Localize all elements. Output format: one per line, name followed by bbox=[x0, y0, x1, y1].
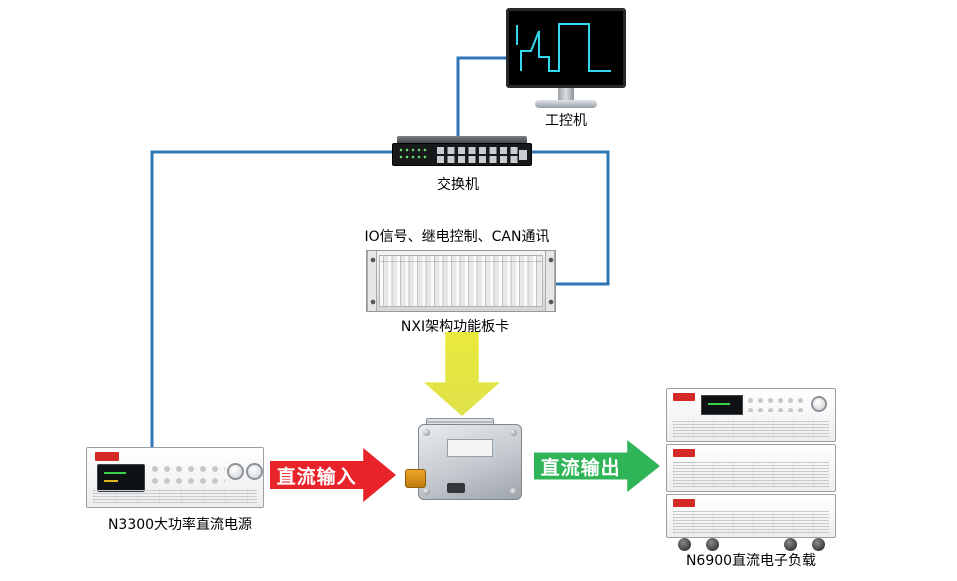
load-control-unit bbox=[666, 388, 836, 442]
psu-button-grid bbox=[151, 465, 225, 490]
line-switch-to-psu bbox=[150, 150, 392, 447]
dc-output-arrow-label: 直流输出 bbox=[540, 456, 621, 479]
dc-electronic-load bbox=[666, 388, 836, 554]
switch-front-panel bbox=[392, 143, 532, 166]
load-brand-logo bbox=[673, 499, 695, 507]
dc-power-supply-label: N3300大功率直流电源 bbox=[107, 517, 253, 533]
dc-input-arrow-label: 直流输入 bbox=[276, 465, 357, 488]
load-power-unit bbox=[666, 494, 836, 538]
switch-uplink-port bbox=[519, 150, 527, 160]
caster-wheel bbox=[812, 538, 825, 551]
psu-brand-logo bbox=[95, 452, 119, 461]
nxi-chassis-label: NXI架构功能板卡 bbox=[400, 319, 510, 335]
dut-bolt bbox=[423, 488, 430, 495]
switch-port-row bbox=[437, 156, 521, 163]
industrial-pc-monitor bbox=[506, 8, 626, 88]
load-vent-grille bbox=[673, 461, 829, 487]
load-display bbox=[701, 395, 743, 415]
load-power-unit bbox=[666, 444, 836, 492]
monitor-base bbox=[535, 100, 597, 108]
psu-knob bbox=[246, 463, 263, 480]
rack-ear-right bbox=[545, 251, 555, 311]
dc-electronic-load-label: N6900直流电子负载 bbox=[685, 553, 817, 569]
load-button-grid bbox=[747, 397, 805, 412]
dut-label-sticker bbox=[447, 439, 493, 457]
psu-knob bbox=[227, 463, 244, 480]
dc-power-supply bbox=[86, 447, 264, 508]
dut-bolt bbox=[510, 429, 517, 436]
nxi-chassis bbox=[366, 250, 556, 312]
dut-bolt bbox=[510, 488, 517, 495]
monitor-stand bbox=[558, 88, 574, 101]
caster-wheel bbox=[678, 538, 691, 551]
dut-bolt bbox=[423, 429, 430, 436]
switch-led-icons bbox=[399, 148, 427, 161]
switch-port-row bbox=[437, 147, 521, 154]
dut-body bbox=[418, 424, 522, 500]
load-knob bbox=[811, 396, 827, 412]
rack-card-slots bbox=[379, 255, 543, 307]
industrial-pc-label: 工控机 bbox=[545, 113, 587, 129]
load-brand-logo bbox=[673, 393, 695, 401]
network-switch bbox=[392, 136, 532, 166]
load-vent-grille bbox=[673, 419, 829, 437]
line-pc-to-switch bbox=[456, 56, 506, 136]
caster-wheel bbox=[706, 538, 719, 551]
dut-orange-connector bbox=[405, 469, 426, 488]
load-vent-grille bbox=[673, 511, 829, 533]
psu-vent-grille bbox=[93, 488, 257, 503]
switch-top-panel bbox=[397, 136, 527, 143]
network-switch-label: 交换机 bbox=[437, 177, 479, 193]
psu-display bbox=[97, 464, 145, 492]
caster-wheel bbox=[784, 538, 797, 551]
dut-converter bbox=[405, 418, 522, 504]
line-switch-to-nxi bbox=[532, 150, 610, 286]
nxi-io-caption: IO信号、继电控制、CAN通讯 bbox=[364, 229, 550, 245]
rack-ear-left bbox=[367, 251, 377, 311]
dut-port bbox=[447, 483, 465, 493]
load-brand-logo bbox=[673, 449, 695, 457]
waveform-icon bbox=[516, 23, 611, 72]
